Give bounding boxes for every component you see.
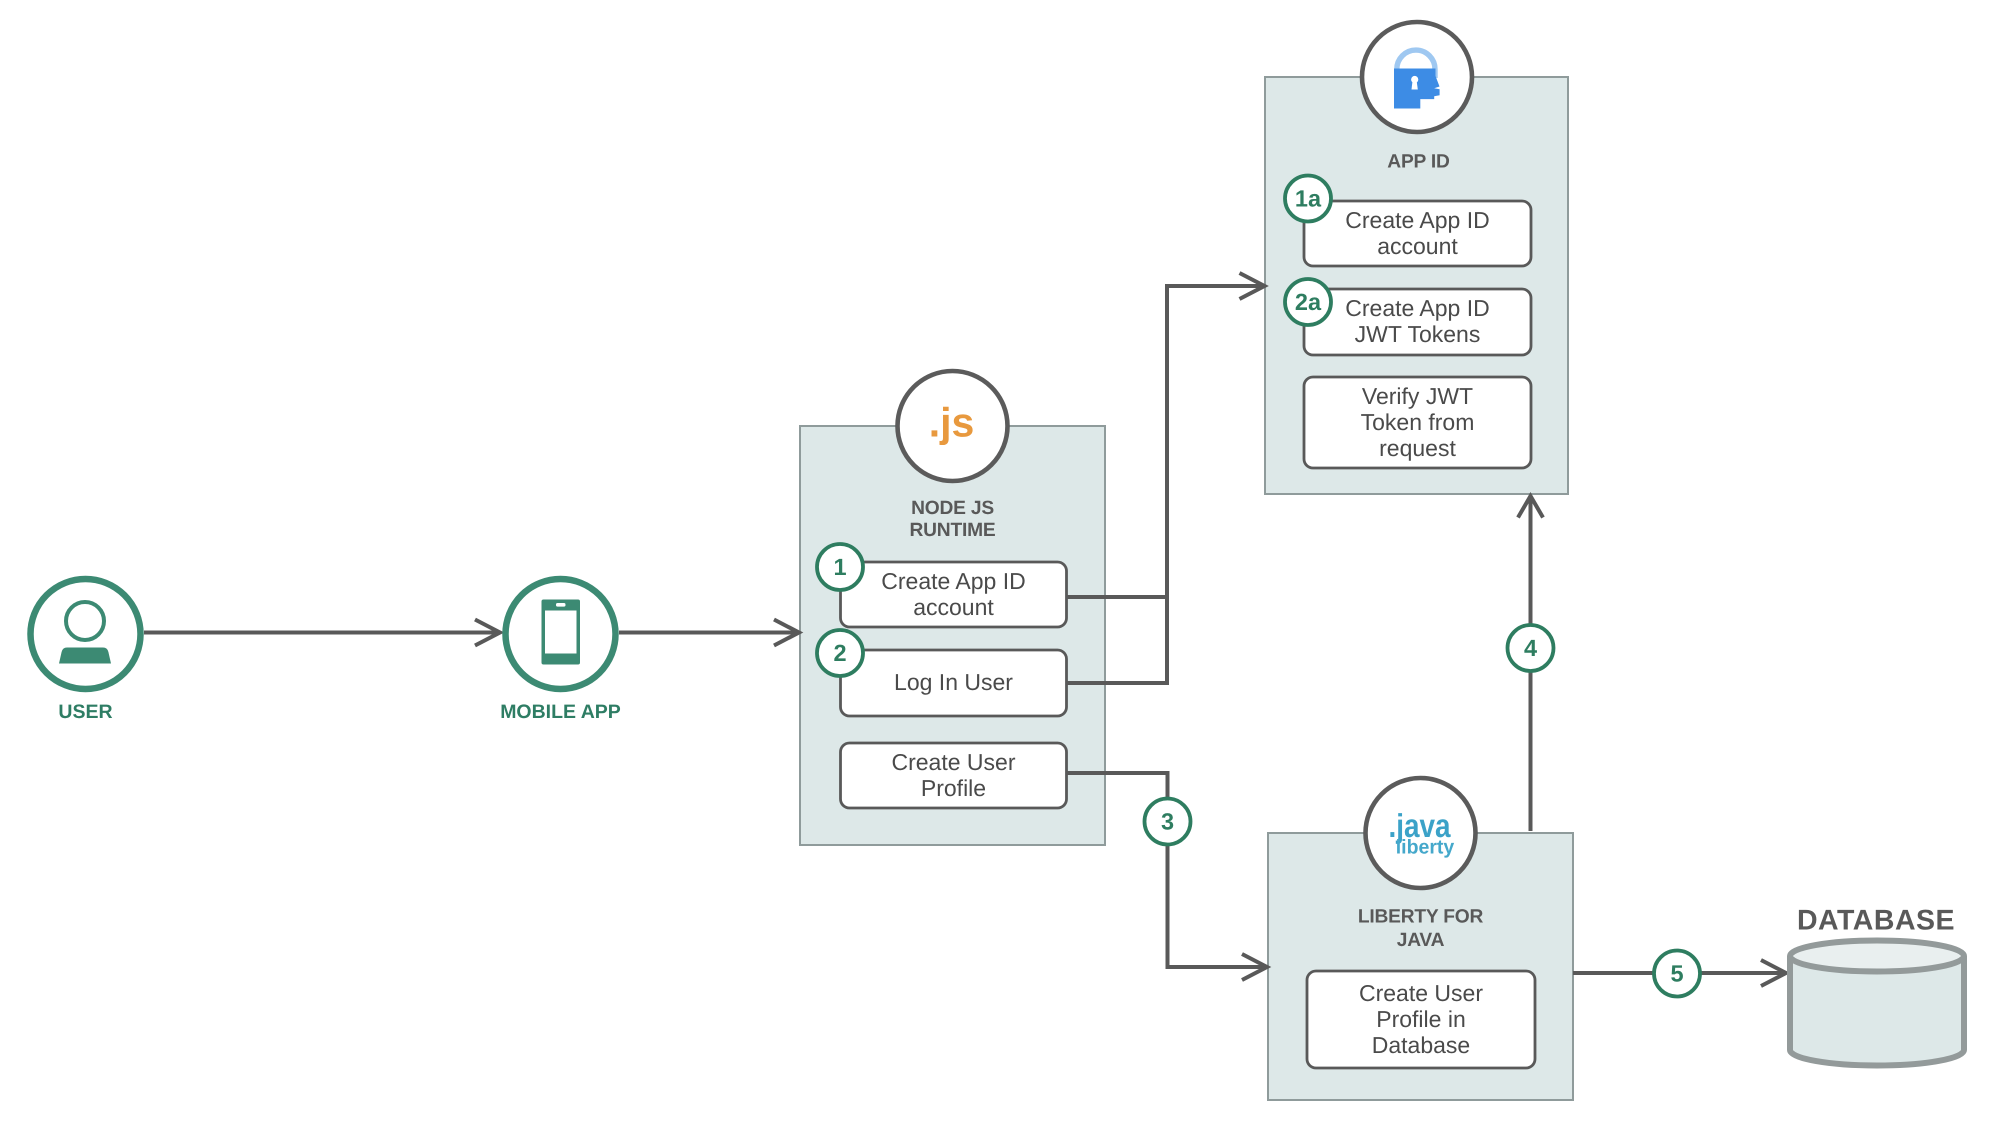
- svg-text:Create App ID: Create App ID: [881, 568, 1025, 594]
- svg-text:NODE JS: NODE JS: [911, 498, 994, 519]
- svg-text:request: request: [1379, 435, 1456, 461]
- svg-text:JAVA: JAVA: [1397, 930, 1445, 951]
- svg-text:account: account: [913, 594, 994, 620]
- svg-text:APP ID: APP ID: [1387, 152, 1450, 173]
- svg-text:Create User: Create User: [892, 749, 1016, 775]
- svg-text:Create User: Create User: [1359, 980, 1483, 1006]
- svg-text:2: 2: [833, 640, 846, 666]
- svg-text:2a: 2a: [1295, 289, 1322, 315]
- svg-text:Token from: Token from: [1361, 409, 1475, 435]
- svg-text:4: 4: [1524, 635, 1537, 661]
- svg-text:RUNTIME: RUNTIME: [909, 520, 995, 541]
- svg-text:Profile: Profile: [921, 775, 986, 801]
- svg-text:1: 1: [833, 554, 846, 580]
- svg-text:MOBILE APP: MOBILE APP: [500, 701, 621, 723]
- svg-text:LIBERTY FOR: LIBERTY FOR: [1358, 907, 1484, 928]
- svg-text:liberty: liberty: [1396, 837, 1455, 859]
- svg-text:.java: .java: [1388, 807, 1451, 844]
- svg-text:1a: 1a: [1295, 186, 1322, 212]
- svg-text:account: account: [1377, 233, 1458, 259]
- svg-text:Profile in: Profile in: [1376, 1006, 1465, 1032]
- svg-text:Verify JWT: Verify JWT: [1362, 383, 1473, 409]
- svg-text:.js: .js: [929, 400, 975, 446]
- svg-text:JWT Tokens: JWT Tokens: [1355, 321, 1481, 347]
- svg-text:3: 3: [1161, 809, 1174, 835]
- svg-text:Database: Database: [1372, 1032, 1470, 1058]
- svg-text:Create App ID: Create App ID: [1345, 295, 1489, 321]
- svg-text:5: 5: [1670, 961, 1683, 987]
- svg-text:USER: USER: [58, 701, 112, 723]
- svg-text:Create App ID: Create App ID: [1345, 207, 1489, 233]
- svg-text:Log In User: Log In User: [894, 669, 1013, 695]
- svg-text:DATABASE: DATABASE: [1797, 905, 1955, 937]
